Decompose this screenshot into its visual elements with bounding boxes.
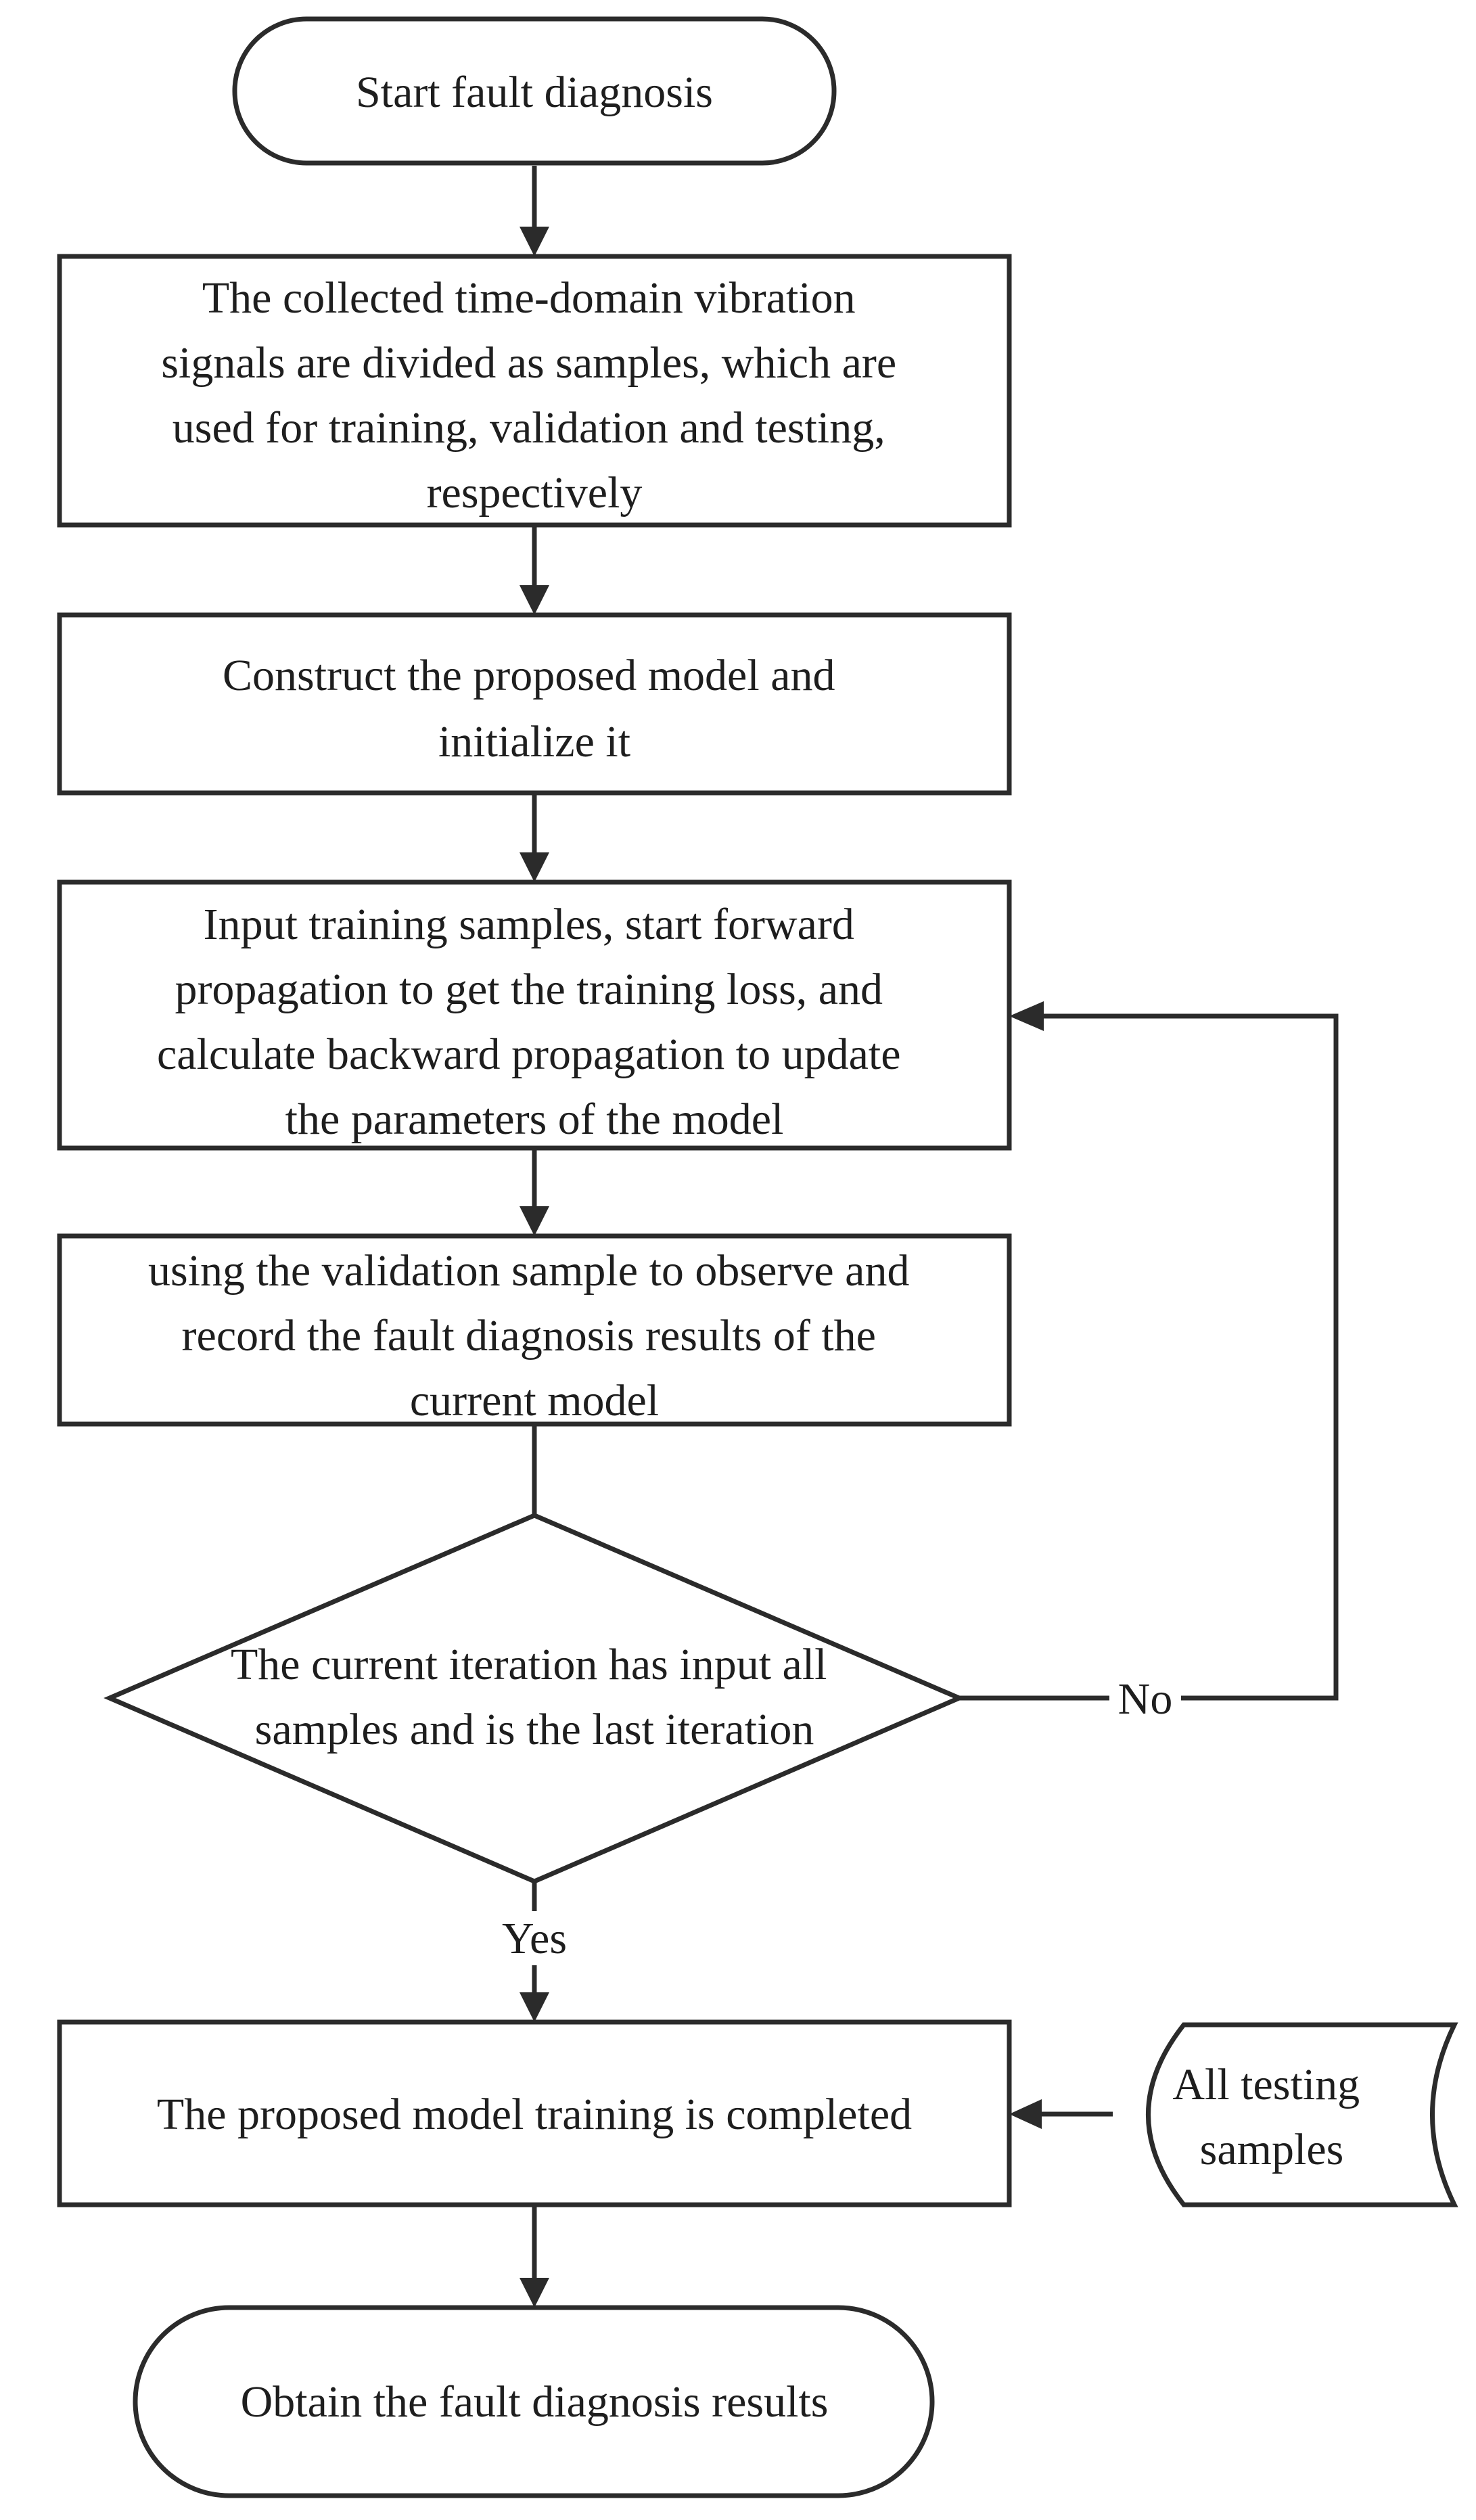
divide-samples-step-label: The collected time-domain vibration sign… xyxy=(161,273,907,518)
last-iteration-decision-label: The current iteration has input all samp… xyxy=(231,1640,838,1754)
training-completed-step xyxy=(57,2019,1012,2207)
training-step xyxy=(57,879,1012,1151)
validation-step xyxy=(57,1233,1012,1427)
yes-edge-label: Yes xyxy=(502,1914,567,1963)
arrowhead-icon xyxy=(520,1992,549,2022)
last-iteration-decision xyxy=(103,1513,965,1884)
training-step-label: Input training samples, start forward pr… xyxy=(157,900,912,1144)
testing-samples-data-store xyxy=(1146,2022,1458,2207)
arrowhead-icon xyxy=(520,1206,549,1236)
training-completed-step-label: The proposed model training is completed xyxy=(157,2090,912,2139)
testing-samples-data-store-label: All testing samples xyxy=(1172,2060,1370,2174)
yes-label-background xyxy=(484,1911,585,1965)
arrowhead-icon xyxy=(520,227,549,256)
start-terminal-label: Start fault diagnosis xyxy=(356,68,713,117)
arrowhead-icon xyxy=(520,852,549,882)
loop-no-connector xyxy=(959,1013,1339,1701)
construct-model-step xyxy=(57,612,1012,796)
construct-model-step-label: Construct the proposed model and initial… xyxy=(223,651,846,766)
arrowhead-icon xyxy=(1009,1001,1044,1031)
validation-step-label: using the validation sample to observe a… xyxy=(148,1246,921,1425)
divide-samples-step xyxy=(57,254,1012,528)
arrowhead-icon xyxy=(520,2278,549,2308)
end-terminal-label: Obtain the fault diagnosis results xyxy=(241,2377,829,2427)
arrowhead-icon xyxy=(520,585,549,615)
no-edge-label: No xyxy=(1118,1674,1173,1724)
end-terminal xyxy=(133,2305,935,2498)
start-terminal xyxy=(232,16,837,166)
no-label-background xyxy=(1109,1671,1181,1725)
arrowhead-icon xyxy=(1009,2099,1042,2129)
